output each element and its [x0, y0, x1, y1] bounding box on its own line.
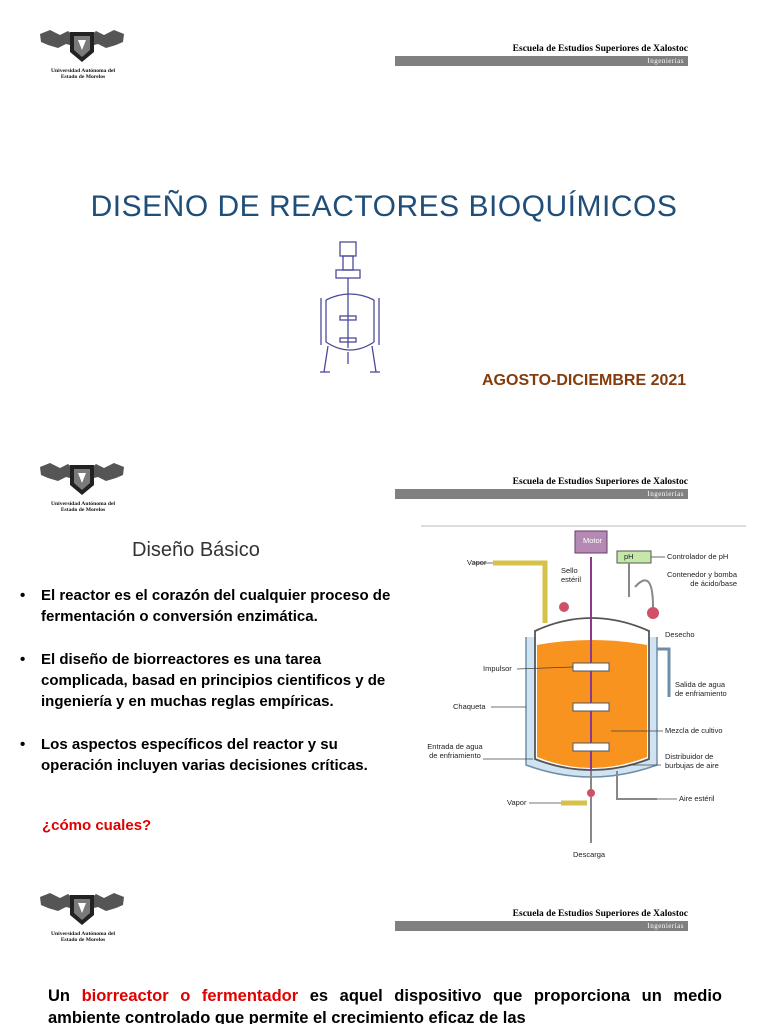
header-bar: Ingenierias: [395, 56, 688, 66]
logo-text-line1: Universidad Autónoma del: [50, 501, 116, 507]
paragraph-rest: es aquel dispositivo que proporciona un …: [48, 987, 722, 1024]
label-aire: Aire estéril: [679, 794, 715, 803]
paragraph-highlight: biorreactor o fermentador: [81, 987, 299, 1005]
label-controlador: Controlador de pH: [667, 552, 729, 561]
logo-text-line1: Universidad Autónoma del: [50, 68, 116, 74]
bullet-text: El diseño de biorreactores es una tarea …: [41, 651, 386, 710]
list-item: • El diseño de biorreactores es una tarea…: [20, 649, 410, 712]
logo-text-line2: Estado de Morelos: [60, 937, 106, 944]
period-label: AGOSTO-DICIEMBRE 2021: [482, 372, 687, 389]
bullet-icon: •: [20, 587, 26, 604]
label-ph: pH: [624, 552, 634, 561]
bullet-text: El reactor es el corazón del cualquier p…: [41, 587, 391, 625]
label-motor: Motor: [583, 536, 603, 545]
crest-icon: [40, 30, 124, 62]
bioreactor-diagram-drawing: [473, 530, 677, 843]
label-chaqueta: Chaqueta: [453, 702, 486, 711]
label-impulsor: Impulsor: [483, 664, 512, 673]
crest-icon: [40, 893, 124, 925]
bullet-list: • El reactor es el corazón del cualquier …: [20, 585, 410, 798]
bioreactor-diagram: Motor pH Vapor Sello estéril Controlador…: [421, 525, 746, 869]
label-descarga: Descarga: [573, 850, 606, 859]
slide-basic-design: Universidad Autónoma del Estado de Morel…: [0, 455, 768, 875]
label-vapor-top: Vapor: [467, 558, 487, 567]
logo-text-line2: Estado de Morelos: [60, 74, 106, 81]
university-logo: Universidad Autónoma del Estado de Morel…: [38, 459, 128, 514]
school-name: Escuela de Estudios Superiores de Xalost…: [512, 909, 688, 919]
bullet-text: Los aspectos específicos del reactor y s…: [41, 736, 368, 774]
label-mezcla: Mezcla de cultivo: [665, 726, 723, 735]
paragraph-start: Un: [48, 987, 82, 1005]
label-distribuidor: Distribuidor de burbujas de aire: [665, 752, 719, 770]
logo-text-line1: Universidad Autónoma del: [50, 931, 116, 937]
question-text: ¿cómo cuales?: [42, 817, 152, 834]
list-item: • El reactor es el corazón del cualquier …: [20, 585, 410, 627]
label-vapor-bottom: Vapor: [507, 798, 527, 807]
logo-text-line2: Estado de Morelos: [60, 507, 106, 514]
label-desecho: Desecho: [665, 630, 695, 639]
header-bar-label: Ingenierias: [647, 922, 684, 930]
label-sello: Sello estéril: [561, 566, 582, 584]
label-entrada: Entrada de agua de enfriamiento: [427, 742, 483, 760]
header-bar: Ingenierias: [395, 489, 688, 499]
section-title: Diseño Básico: [132, 539, 260, 561]
reactor-drawing-icon: [320, 241, 380, 373]
page-title: DISEÑO DE REACTORES BIOQUÍMICOS: [90, 190, 678, 223]
school-name: Escuela de Estudios Superiores de Xalost…: [512, 44, 688, 54]
header-bar-label: Ingenierias: [647, 490, 684, 498]
crest-icon: [40, 463, 124, 495]
slide-cover: Universidad Autónoma del Estado de Morel…: [0, 0, 768, 430]
label-contenedor: Contenedor y bomba de ácido/base: [666, 570, 737, 588]
bullet-icon: •: [20, 651, 26, 668]
list-item: • Los aspectos específicos del reactor y …: [20, 734, 410, 776]
university-logo: Universidad Autónoma del Estado de Morel…: [38, 889, 128, 944]
label-salida: Salida de agua de enfriamiento: [675, 680, 727, 698]
school-name: Escuela de Estudios Superiores de Xalost…: [512, 477, 688, 487]
university-logo: Universidad Autónoma del Estado de Morel…: [38, 26, 128, 81]
bullet-icon: •: [20, 736, 26, 753]
header-bar: Ingenierias: [395, 921, 688, 931]
header-bar-label: Ingenierias: [647, 57, 684, 65]
definition-paragraph: Un biorreactor o fermentador es aquel di…: [48, 985, 722, 1024]
slide-definition: Universidad Autónoma del Estado de Morel…: [0, 885, 768, 1024]
